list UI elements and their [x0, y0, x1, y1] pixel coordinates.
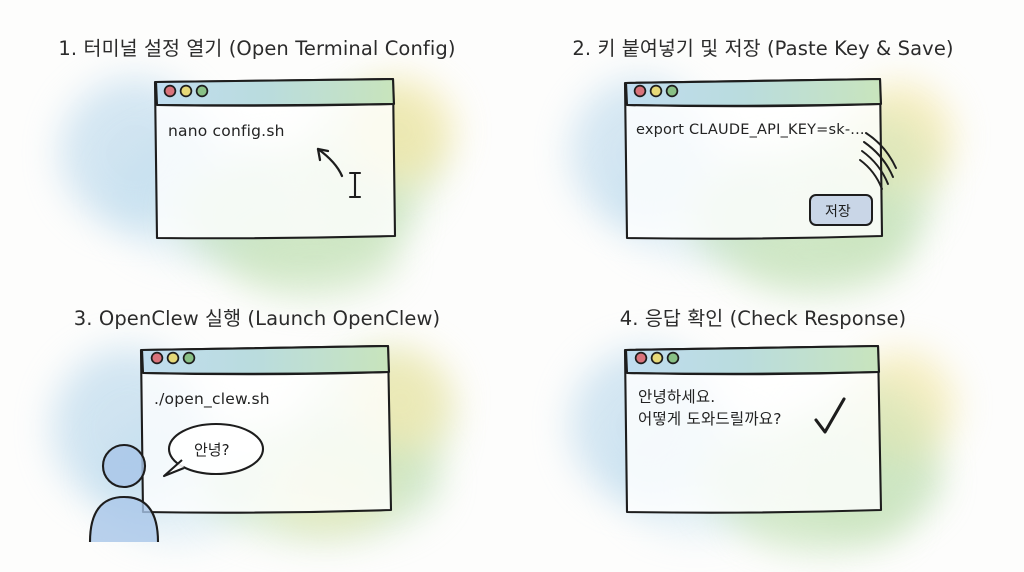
close-dot [634, 351, 648, 365]
speech-bubble [162, 422, 265, 478]
maximize-dot [182, 351, 196, 365]
save-button [809, 194, 873, 226]
step-4-title: 4. 응답 확인 (Check Response) [619, 307, 907, 330]
user-avatar [88, 443, 160, 542]
speech-bubble-label: 안녕? [194, 441, 230, 459]
step-3-title: 3. OpenClew 실행 (Launch OpenClew) [73, 307, 441, 330]
step-panel-2: 2. 키 붙여넣기 및 저장 (Paste Key & Save) [528, 18, 998, 288]
maximize-dot [665, 84, 679, 98]
close-dot [633, 84, 647, 98]
terminal-window-2[interactable]: export CLAUDE_API_KEY=sk-... 저장 [620, 76, 897, 244]
avatar-head [101, 443, 147, 489]
window-titlebar [624, 77, 883, 107]
step-panel-4: 4. 응답 확인 (Check Response) [528, 288, 998, 558]
window-body [623, 344, 883, 514]
motion-lines-icon [859, 132, 897, 190]
terminal-line-1: ./open_clew.sh [154, 390, 270, 408]
step-panel-3: 3. OpenClew 실행 (Launch OpenClew) [22, 288, 492, 558]
close-dot [150, 351, 164, 365]
maximize-dot [195, 84, 209, 98]
terminal-window-3[interactable]: ./open_clew.sh 안녕? [136, 342, 398, 522]
window-titlebar [624, 344, 881, 375]
minimize-dot [179, 84, 193, 98]
save-button-label[interactable]: 저장 [825, 204, 851, 220]
step-2-title: 2. 키 붙여넣기 및 저장 (Paste Key & Save) [572, 37, 954, 60]
terminal-window-4[interactable]: 안녕하세요. 어떻게 도와드릴까요? [620, 342, 888, 522]
terminal-line-1: nano config.sh [168, 122, 285, 140]
terminal-line-1: export CLAUDE_API_KEY=sk-... [636, 122, 865, 138]
window-body [153, 77, 397, 240]
minimize-dot [166, 351, 180, 365]
text-ibeam-cursor-icon [348, 171, 362, 199]
step-1-title: 1. 터미널 설정 열기 (Open Terminal Config) [58, 37, 456, 60]
minimize-dot [650, 351, 664, 365]
curved-arrow-icon [316, 147, 344, 178]
step-panel-1: 1. 터미널 설정 열기 (Open Terminal Config) [22, 18, 492, 288]
checkmark-icon [814, 397, 846, 434]
response-line-1: 안녕하세요. [638, 388, 716, 406]
close-dot [163, 84, 177, 98]
maximize-dot [666, 351, 680, 365]
terminal-window-1[interactable]: nano config.sh [150, 76, 398, 244]
window-titlebar [140, 344, 391, 375]
minimize-dot [649, 84, 663, 98]
avatar-body [88, 495, 160, 542]
response-line-2: 어떻게 도와드릴까요? [638, 410, 782, 428]
